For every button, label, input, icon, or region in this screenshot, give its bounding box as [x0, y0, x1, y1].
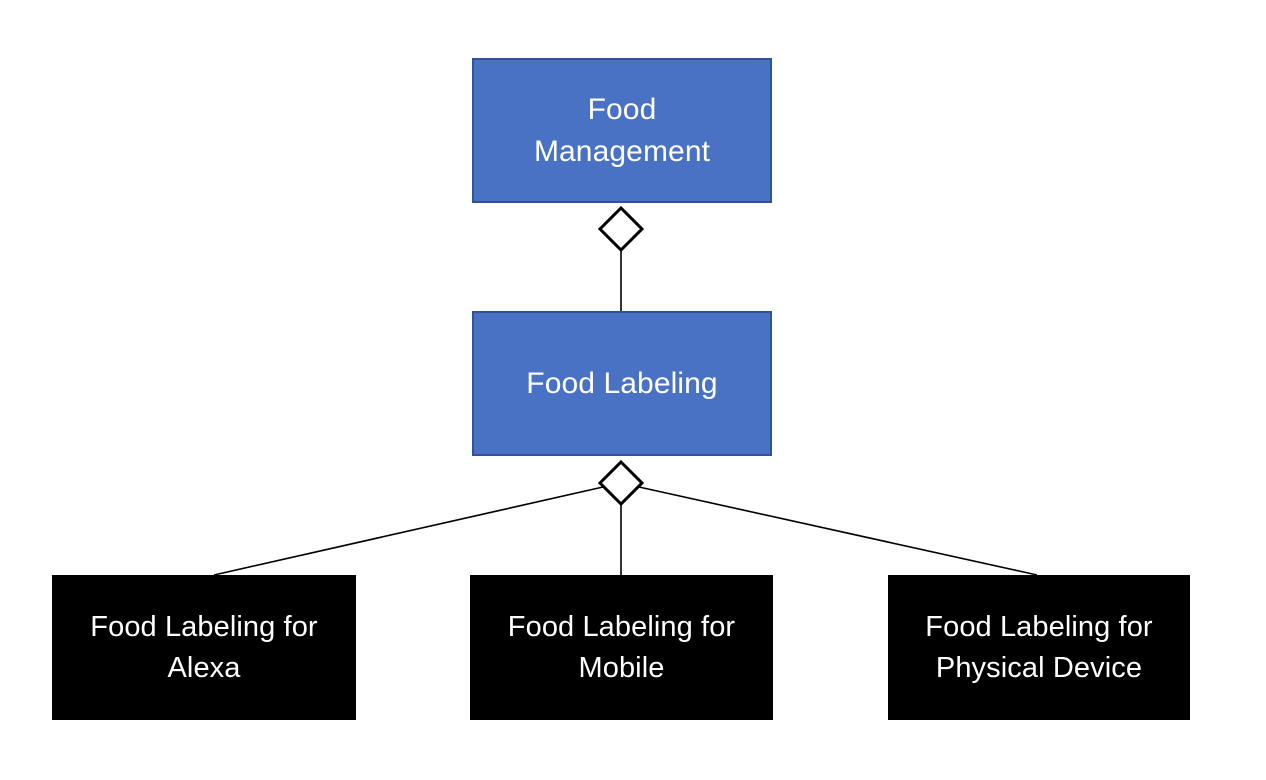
diamond-marker-mid — [597, 459, 645, 507]
node-food-labeling-for-physical-device[interactable]: Food Labeling for Physical Device — [888, 575, 1190, 720]
node-food-labeling[interactable]: Food Labeling — [472, 311, 772, 456]
node-food-management-label: Food Management — [533, 93, 711, 168]
node-food-labeling-label: Food Labeling — [526, 366, 718, 400]
node-food-labeling-for-mobile[interactable]: Food Labeling for Mobile — [470, 575, 773, 720]
node-food-labeling-for-alexa-label: Food Labeling for Alexa — [90, 611, 318, 684]
edge-mid-to-physical-device — [638, 486, 1038, 576]
node-food-labeling-for-alexa[interactable]: Food Labeling for Alexa — [52, 575, 356, 720]
node-food-management[interactable]: Food Management — [472, 58, 772, 203]
node-food-labeling-for-mobile-label: Food Labeling for Mobile — [507, 611, 736, 684]
node-food-labeling-for-physical-device-label: Food Labeling for Physical Device — [925, 611, 1153, 684]
diamond-marker-root — [597, 205, 645, 253]
edge-mid-to-alexa — [213, 486, 604, 576]
